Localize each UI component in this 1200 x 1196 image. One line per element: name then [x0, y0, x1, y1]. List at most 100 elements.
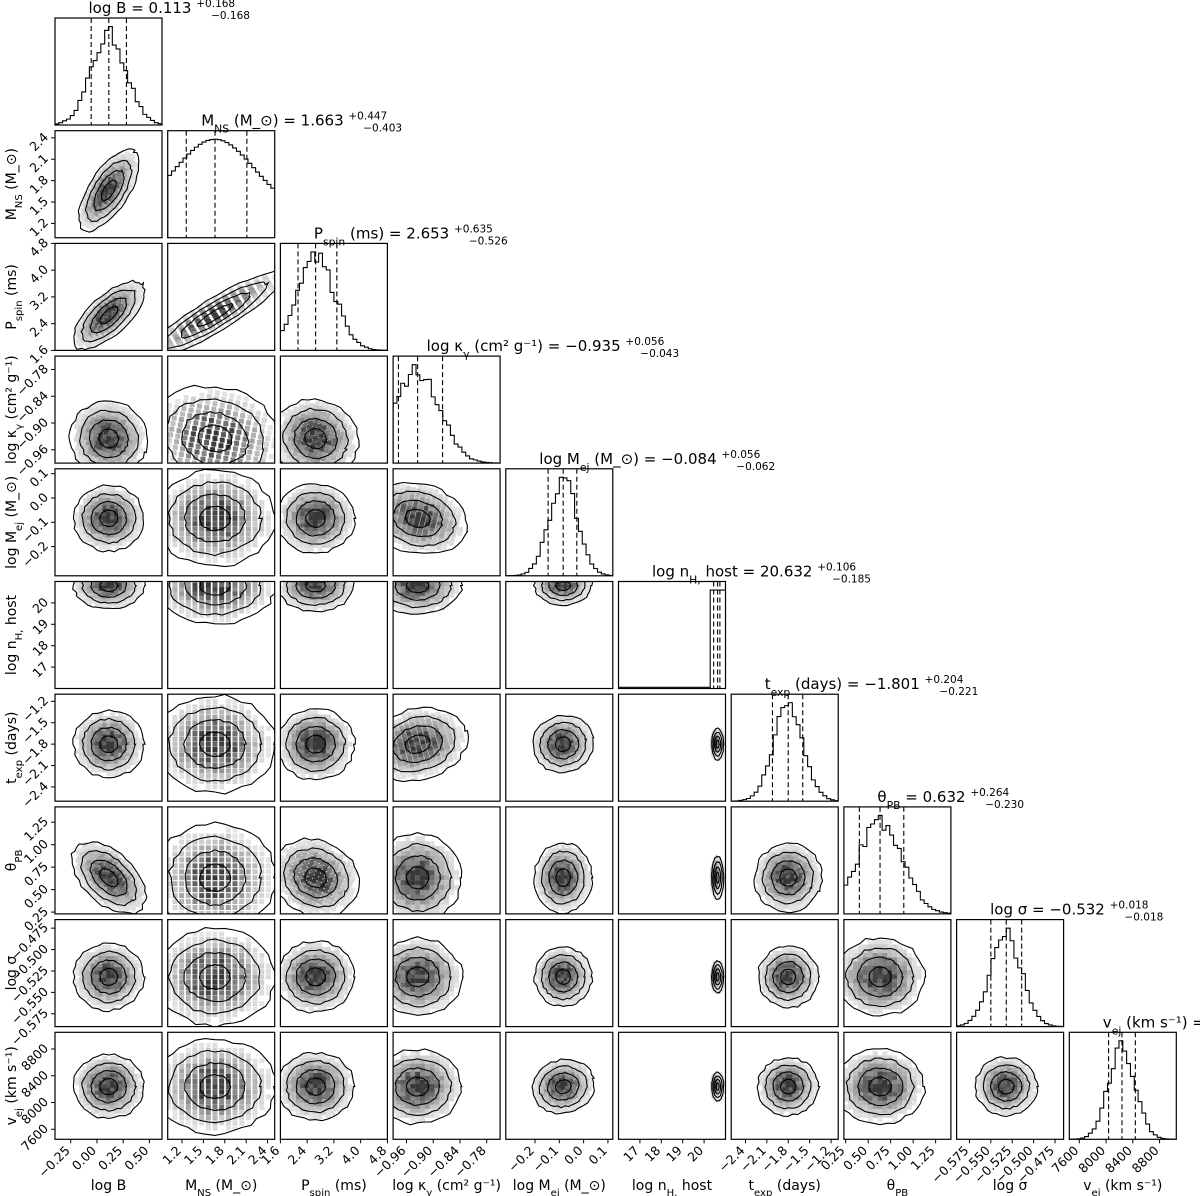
density-cell — [406, 731, 412, 737]
density-cell — [199, 608, 205, 614]
density-cell — [321, 515, 327, 521]
density-cell — [192, 526, 198, 532]
density-cell — [579, 750, 585, 756]
density-cell — [185, 709, 191, 715]
density-cell — [558, 745, 564, 751]
density-cell — [107, 432, 113, 438]
density-cell — [304, 765, 310, 771]
density-cell — [301, 441, 307, 447]
density-cell — [199, 552, 205, 558]
density-cell — [114, 508, 120, 514]
density-cell — [252, 768, 258, 774]
density-cell — [185, 510, 191, 516]
density-cell — [321, 730, 327, 736]
density-cell — [300, 761, 306, 767]
density-cell — [125, 741, 131, 747]
density-cell — [265, 741, 271, 747]
density-cell — [252, 604, 258, 610]
density-cell — [185, 595, 191, 601]
density-cell — [435, 525, 441, 531]
density-cell — [296, 594, 302, 600]
density-cell — [106, 487, 112, 493]
density-cell — [103, 456, 109, 462]
density-cell — [304, 753, 310, 759]
density-cell — [397, 762, 403, 768]
density-cell — [284, 417, 290, 423]
density-cell — [128, 426, 134, 432]
density-cell — [192, 612, 198, 618]
density-cell — [304, 588, 310, 594]
density-cell — [417, 769, 423, 775]
density-cell — [226, 570, 231, 575]
density-cell — [129, 760, 135, 766]
density-cell — [334, 538, 340, 544]
density-cell — [414, 737, 420, 743]
density-cell — [304, 485, 310, 491]
density-cell — [308, 585, 314, 591]
density-cell — [570, 739, 576, 745]
density-cell — [308, 741, 314, 747]
density-cell — [321, 504, 327, 510]
density-cell — [236, 394, 242, 400]
density-cell — [137, 745, 143, 751]
density-cell — [252, 715, 258, 721]
density-cell — [451, 529, 457, 535]
density-cell — [317, 563, 322, 568]
density-cell — [219, 784, 225, 790]
density-cell — [102, 730, 108, 736]
density-cell — [444, 567, 449, 572]
density-cell — [133, 585, 139, 591]
density-cell — [90, 533, 96, 539]
density-cell — [129, 501, 135, 507]
density-cell — [125, 583, 131, 588]
density-cell — [127, 183, 133, 189]
density-cell — [304, 591, 310, 597]
density-cell — [199, 494, 205, 500]
density-cell — [222, 461, 228, 464]
density-cell — [122, 442, 128, 448]
density-cell — [117, 603, 123, 609]
density-cell — [98, 719, 104, 725]
density-cell — [565, 714, 571, 720]
density-cell — [93, 422, 99, 428]
density-cell — [121, 723, 127, 729]
density-cell — [130, 432, 136, 438]
density-cell — [185, 608, 191, 614]
density-cell — [571, 761, 577, 767]
density-cell — [444, 564, 449, 569]
density-cell — [338, 585, 344, 591]
density-cell — [172, 581, 178, 584]
density-cell — [313, 436, 319, 442]
density-cell — [81, 417, 87, 423]
density-cell — [439, 726, 445, 732]
density-cell — [308, 448, 314, 454]
density-cell — [575, 748, 581, 754]
density-cell — [212, 484, 218, 490]
density-cell — [182, 435, 188, 441]
density-cell — [331, 410, 337, 416]
density-cell — [271, 443, 275, 449]
density-cell — [117, 519, 123, 525]
density-cell — [572, 748, 578, 754]
density-cell — [439, 592, 445, 598]
density-cell — [305, 569, 310, 574]
density-cell — [396, 499, 402, 505]
density-cell — [241, 442, 247, 448]
density-cell — [309, 560, 314, 565]
density-cell — [121, 432, 127, 438]
density-cell — [393, 505, 395, 511]
density-cell — [125, 515, 131, 521]
density-cell — [199, 720, 205, 726]
density-cell — [313, 404, 319, 410]
density-cell — [205, 725, 211, 731]
density-cell — [422, 529, 428, 535]
density-cell — [308, 535, 314, 541]
density-cell — [296, 741, 302, 747]
density-cell — [420, 558, 425, 563]
density-cell — [395, 595, 401, 601]
density-cell — [439, 747, 445, 753]
contour-line — [305, 581, 327, 593]
density-cell — [280, 504, 284, 510]
density-cell — [317, 753, 323, 759]
density-cell — [248, 443, 254, 449]
